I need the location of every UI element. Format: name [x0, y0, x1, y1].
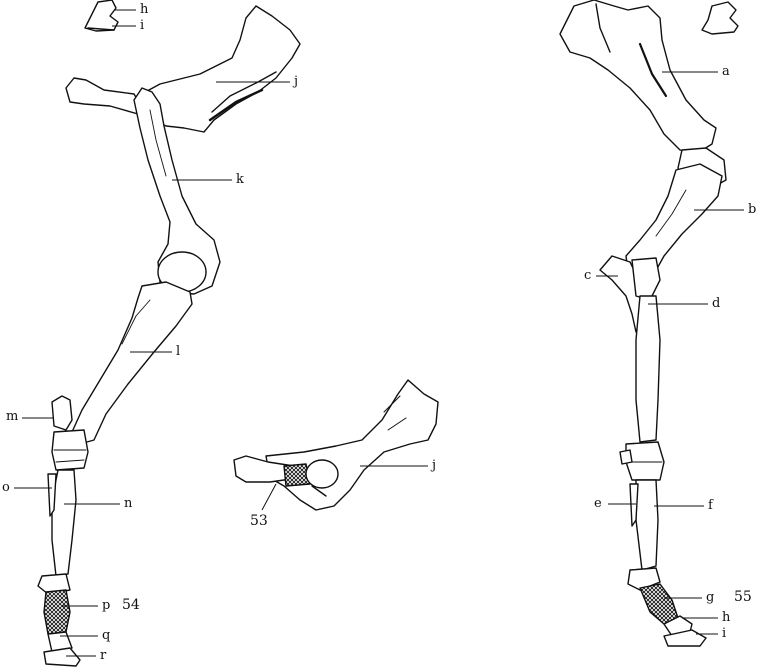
lower-metatarsal — [636, 480, 658, 570]
label-p: p — [102, 599, 110, 613]
figure-number-53: 53 — [250, 514, 268, 528]
figure-number-54: 54 — [122, 598, 140, 612]
acromion-bar — [66, 78, 140, 114]
figure-number-55: 55 — [734, 590, 752, 604]
label-b: b — [748, 203, 756, 217]
label-d: d — [712, 297, 720, 311]
label-i-top: i — [140, 19, 144, 33]
forearm — [72, 282, 192, 444]
scapula-detail — [266, 380, 438, 510]
label-q: q — [102, 629, 110, 643]
coffin-bone — [44, 648, 80, 666]
label-m: m — [6, 410, 18, 424]
label-i: i — [722, 627, 726, 641]
label-l: l — [176, 345, 180, 359]
label-j: j — [294, 75, 298, 89]
label-c: c — [584, 269, 591, 283]
femur — [560, 0, 716, 154]
label-e: e — [594, 497, 602, 511]
metatarsal — [636, 296, 660, 442]
label-j-detail: j — [432, 459, 436, 473]
label-a: a — [722, 65, 730, 79]
label-k: k — [236, 173, 244, 187]
label-h-top: h — [140, 3, 148, 17]
pastern-bone — [44, 590, 70, 634]
label-o: o — [2, 481, 10, 495]
label-g: g — [706, 591, 714, 605]
hoof-fragment-top-right — [702, 2, 738, 34]
hind-pastern — [640, 584, 678, 624]
label-n: n — [124, 497, 132, 511]
accessory-carpal — [52, 396, 72, 430]
label-r: r — [100, 649, 106, 663]
label-f: f — [708, 499, 713, 513]
label-h: h — [722, 611, 730, 625]
